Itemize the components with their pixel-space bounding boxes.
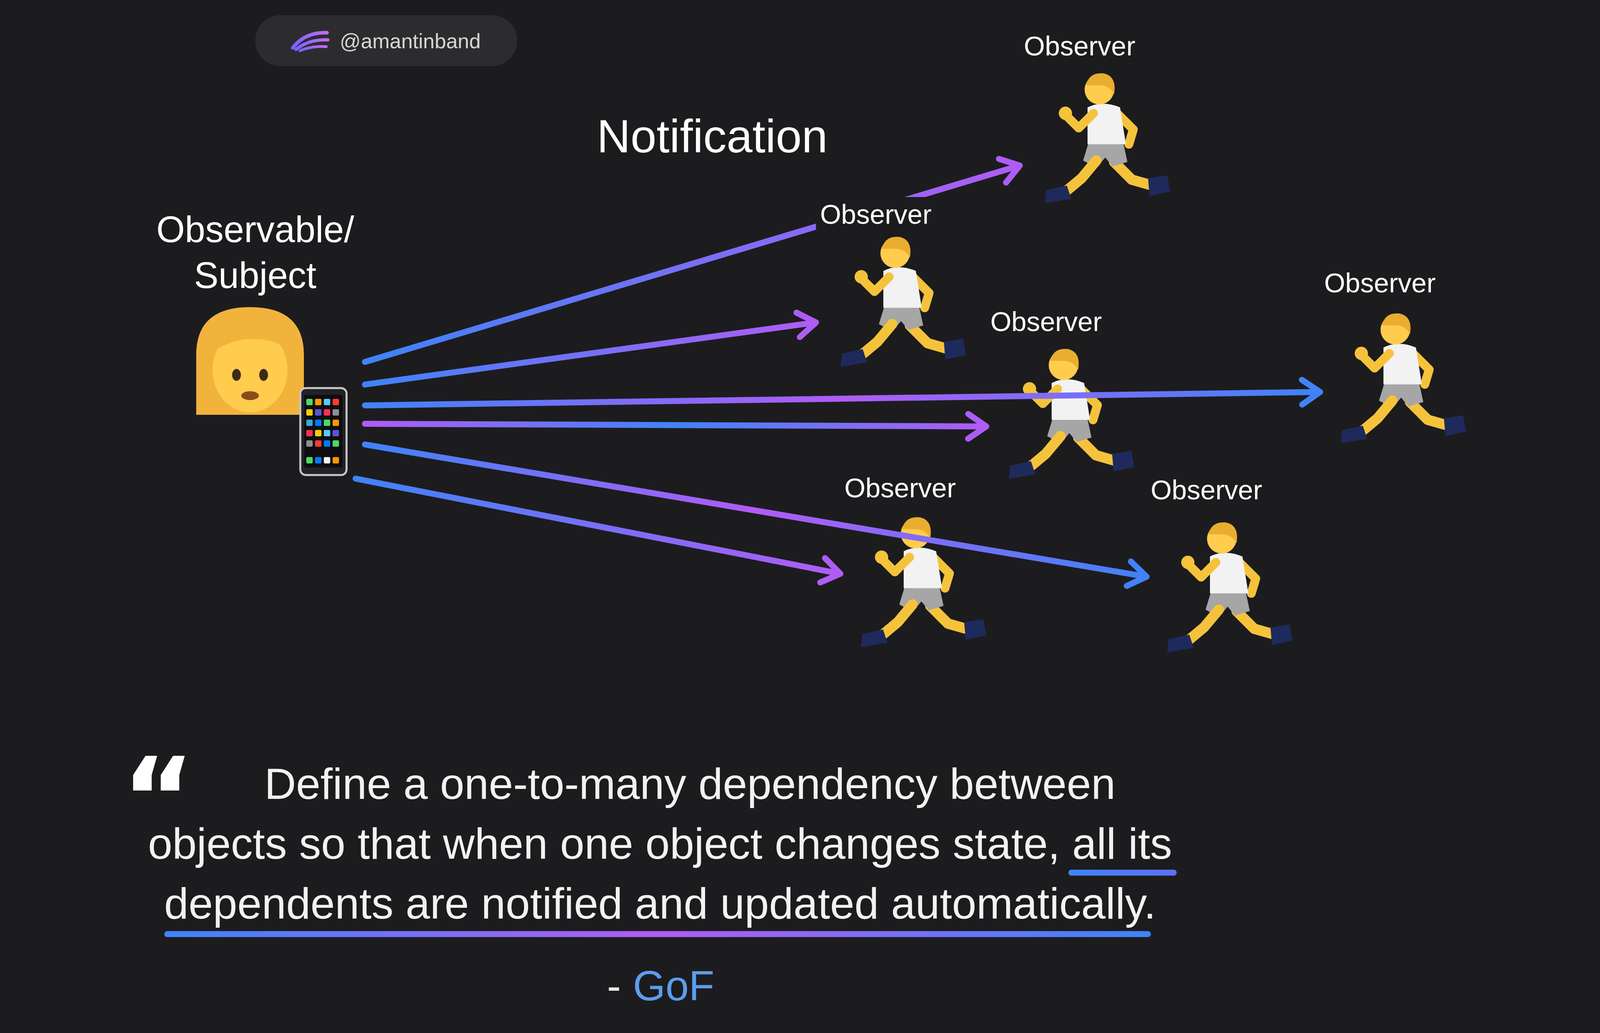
app-icon (306, 398, 313, 406)
app-icon (306, 440, 313, 447)
target-node: Observer (1146, 472, 1299, 666)
app-icon (315, 429, 322, 437)
underline (167, 931, 1149, 938)
target-node: Observer (840, 470, 993, 661)
node-text: Observer (815, 197, 936, 232)
target-node: Observer (1019, 28, 1177, 217)
mouth (241, 391, 259, 400)
app-icon (315, 419, 322, 426)
node-text: Observer (840, 470, 960, 505)
app-icon (323, 409, 331, 416)
edge-arrow (355, 478, 841, 583)
node-text: Observer (1019, 28, 1140, 64)
node-text: Observable/ Subject (145, 204, 365, 300)
app-icon (323, 429, 331, 437)
target-node: Observer (815, 197, 972, 381)
app-icon (315, 409, 322, 416)
edge-arrow (364, 379, 1321, 406)
edge-arrow (364, 413, 987, 439)
logo-stroke (299, 46, 327, 51)
dock-icon (323, 457, 331, 464)
app-icon (332, 398, 339, 406)
app-icon (306, 429, 313, 437)
eye (259, 368, 268, 381)
app-icon (315, 398, 322, 406)
target-node: Observer (986, 304, 1141, 493)
underline (1071, 869, 1175, 876)
phone-screen (304, 394, 343, 468)
node-text: Observer (986, 304, 1106, 339)
edge-arrow (364, 312, 816, 385)
runner-figure (1044, 73, 1171, 204)
logo-stroke (295, 39, 328, 50)
app-icon (332, 440, 339, 447)
edge-arrow (364, 444, 1147, 586)
eye (232, 368, 241, 381)
quote-text: Define a one-to-many dependency between … (137, 753, 1183, 934)
app-icon (306, 409, 313, 416)
app-icon (306, 419, 313, 426)
logo-mark (292, 32, 328, 51)
author-text: GoF (632, 964, 715, 1007)
edge-arrow (364, 158, 1020, 362)
dash-text: - (606, 964, 621, 1007)
quote-mark: “ (121, 742, 196, 855)
node-text: Observer (1146, 472, 1267, 507)
heading-text: Notification (597, 112, 828, 160)
phone-figure (300, 388, 347, 475)
dock-icon (332, 457, 339, 464)
runner-figure (1167, 522, 1293, 653)
handle-text: @amantinband (339, 30, 481, 52)
runner-figure (1340, 313, 1467, 444)
runner-figure (1008, 348, 1135, 479)
dock-icon (306, 457, 313, 464)
runner-figure (861, 517, 987, 648)
logo-stroke (292, 32, 328, 48)
woman-figure (196, 307, 304, 415)
node-text: Observer (1320, 265, 1440, 300)
dock-icon (315, 457, 322, 464)
fringe (210, 319, 292, 353)
source-node: Observable/ Subject (145, 204, 365, 479)
app-icon (323, 419, 331, 426)
app-icon (332, 419, 339, 426)
app-icon (323, 398, 331, 406)
app-icon (315, 440, 322, 447)
runner-figure (840, 236, 967, 367)
app-icon (323, 440, 331, 447)
target-node: Observer (1320, 265, 1472, 457)
app-icon (332, 429, 339, 437)
hair (196, 307, 304, 415)
phone-body (300, 388, 347, 475)
handle-pill (255, 15, 518, 67)
app-icon (332, 409, 339, 416)
face (212, 327, 288, 413)
